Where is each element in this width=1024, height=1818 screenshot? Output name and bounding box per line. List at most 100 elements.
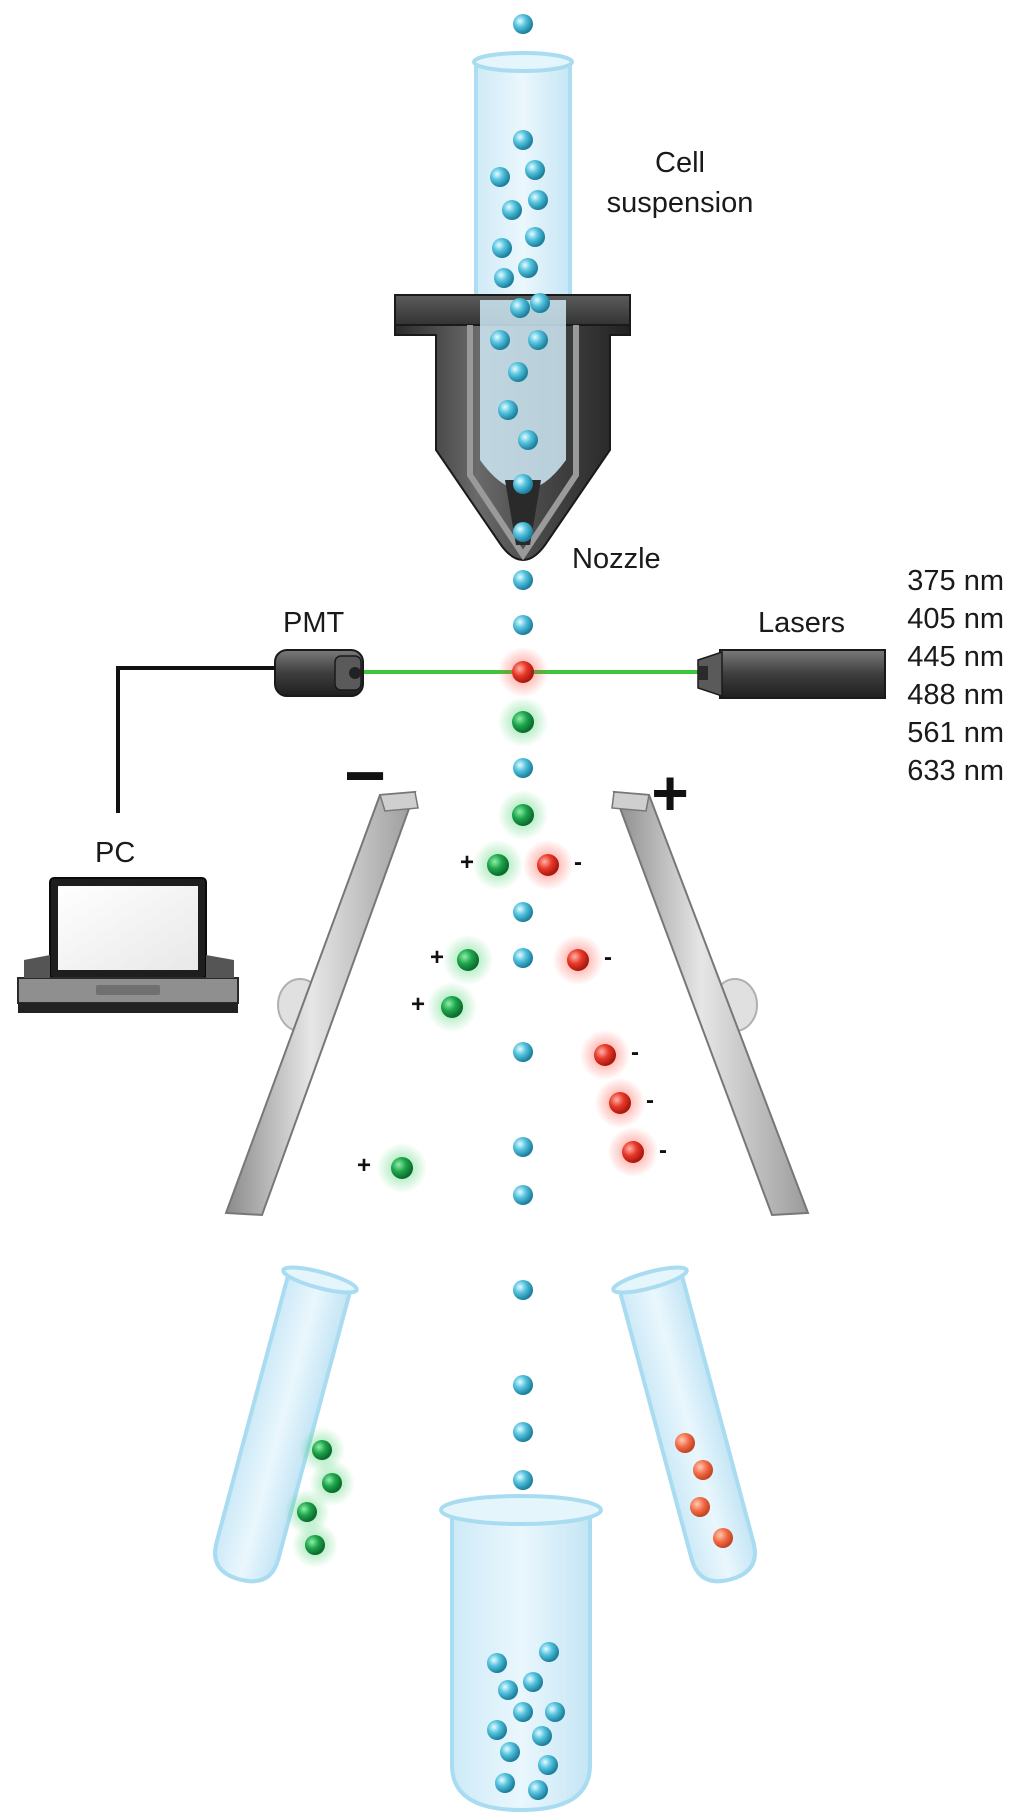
unlabeled-cell (495, 1773, 515, 1793)
wavelength-375: 375 nm (907, 565, 1004, 597)
wavelength-561: 561 nm (907, 717, 1004, 749)
cells-layer (284, 14, 733, 1800)
unlabeled-cell (513, 474, 533, 494)
green-cell (391, 1157, 413, 1179)
positive-charge-sign: + (430, 944, 444, 971)
negative-charge-sign: - (574, 849, 582, 876)
negative-charge-sign: - (631, 1039, 639, 1066)
nozzle (394, 294, 631, 561)
unlabeled-cell (528, 190, 548, 210)
unlabeled-cell (523, 1672, 543, 1692)
unlabeled-cell (510, 298, 530, 318)
green-cell (512, 711, 534, 733)
negative-charge-sign: - (604, 944, 612, 971)
unlabeled-cell (513, 130, 533, 150)
red-cell (537, 854, 559, 876)
orange-cell (693, 1460, 713, 1480)
unlabeled-cell (513, 1422, 533, 1442)
unlabeled-cell (498, 400, 518, 420)
green-cell (305, 1535, 325, 1555)
green-cell (512, 804, 534, 826)
unlabeled-cell (532, 1726, 552, 1746)
green-cell (441, 996, 463, 1018)
orange-cell (713, 1528, 733, 1548)
unlabeled-cell (545, 1702, 565, 1722)
unlabeled-cell (492, 238, 512, 258)
left-plate-polarity: − (344, 736, 386, 816)
orange-cell (690, 1497, 710, 1517)
red-cell (609, 1092, 631, 1114)
lasers-label: Lasers (758, 607, 845, 639)
green-cell (457, 949, 479, 971)
positive-charge-sign: + (357, 1152, 371, 1179)
negative-charge-sign: - (659, 1137, 667, 1164)
unlabeled-cell (513, 1470, 533, 1490)
wavelength-633: 633 nm (907, 755, 1004, 787)
right-plate-polarity: + (651, 757, 688, 829)
unlabeled-cell (513, 522, 533, 542)
positive-charge-sign: + (460, 849, 474, 876)
unlabeled-cell (500, 1742, 520, 1762)
nozzle-label: Nozzle (572, 543, 661, 575)
unlabeled-cell (513, 1702, 533, 1722)
unlabeled-cell (513, 1375, 533, 1395)
cell-suspension-label-line1: Cell (655, 147, 705, 179)
deflection-plate-right (611, 790, 810, 1217)
unlabeled-cell (528, 330, 548, 350)
pmt-detector (274, 649, 364, 697)
unlabeled-cell (508, 362, 528, 382)
wavelength-488: 488 nm (907, 679, 1004, 711)
unlabeled-cell (513, 948, 533, 968)
unlabeled-cell (513, 1185, 533, 1205)
positive-charge-sign: + (411, 991, 425, 1018)
unlabeled-cell (494, 268, 514, 288)
unlabeled-cell (513, 758, 533, 778)
unlabeled-cell (525, 227, 545, 247)
pc-laptop (17, 877, 239, 1013)
cell-suspension-label-line2: suspension (607, 187, 754, 219)
unlabeled-cell (513, 1137, 533, 1157)
collection-tube-right (611, 1265, 757, 1584)
unlabeled-cell (525, 160, 545, 180)
unlabeled-cell (518, 430, 538, 450)
pmt-label: PMT (283, 607, 345, 639)
unlabeled-cell (513, 14, 533, 34)
red-cell (594, 1044, 616, 1066)
pc-label: PC (95, 837, 135, 869)
unlabeled-cell (502, 200, 522, 220)
red-cell (512, 661, 534, 683)
wavelength-405: 405 nm (907, 603, 1004, 635)
pmt-cable (116, 666, 275, 813)
charge-signs-layer: +-+-+---+ (357, 849, 667, 1179)
unlabeled-cell (487, 1653, 507, 1673)
unlabeled-cell (487, 1720, 507, 1740)
laser-source (697, 649, 886, 699)
unlabeled-cell (539, 1642, 559, 1662)
orange-cell (675, 1433, 695, 1453)
unlabeled-cell (513, 1280, 533, 1300)
red-cell (622, 1141, 644, 1163)
green-cell (297, 1502, 317, 1522)
unlabeled-cell (513, 902, 533, 922)
negative-charge-sign: - (646, 1087, 654, 1114)
green-cell (322, 1473, 342, 1493)
deflection-plate-left (224, 790, 419, 1217)
unlabeled-cell (490, 330, 510, 350)
unlabeled-cell (528, 1780, 548, 1800)
unlabeled-cell (538, 1755, 558, 1775)
collection-tube-center (439, 1494, 603, 1813)
unlabeled-cell (513, 1042, 533, 1062)
unlabeled-cell (498, 1680, 518, 1700)
green-cell (312, 1440, 332, 1460)
red-cell (567, 949, 589, 971)
unlabeled-cell (490, 167, 510, 187)
unlabeled-cell (513, 615, 533, 635)
unlabeled-cell (530, 293, 550, 313)
collection-tube-left (213, 1265, 359, 1584)
laser-wavelength-list: 375 nm 405 nm 445 nm 488 nm 561 nm 633 n… (907, 565, 1004, 787)
unlabeled-cell (513, 570, 533, 590)
green-cell (487, 854, 509, 876)
unlabeled-cell (518, 258, 538, 278)
wavelength-445: 445 nm (907, 641, 1004, 673)
